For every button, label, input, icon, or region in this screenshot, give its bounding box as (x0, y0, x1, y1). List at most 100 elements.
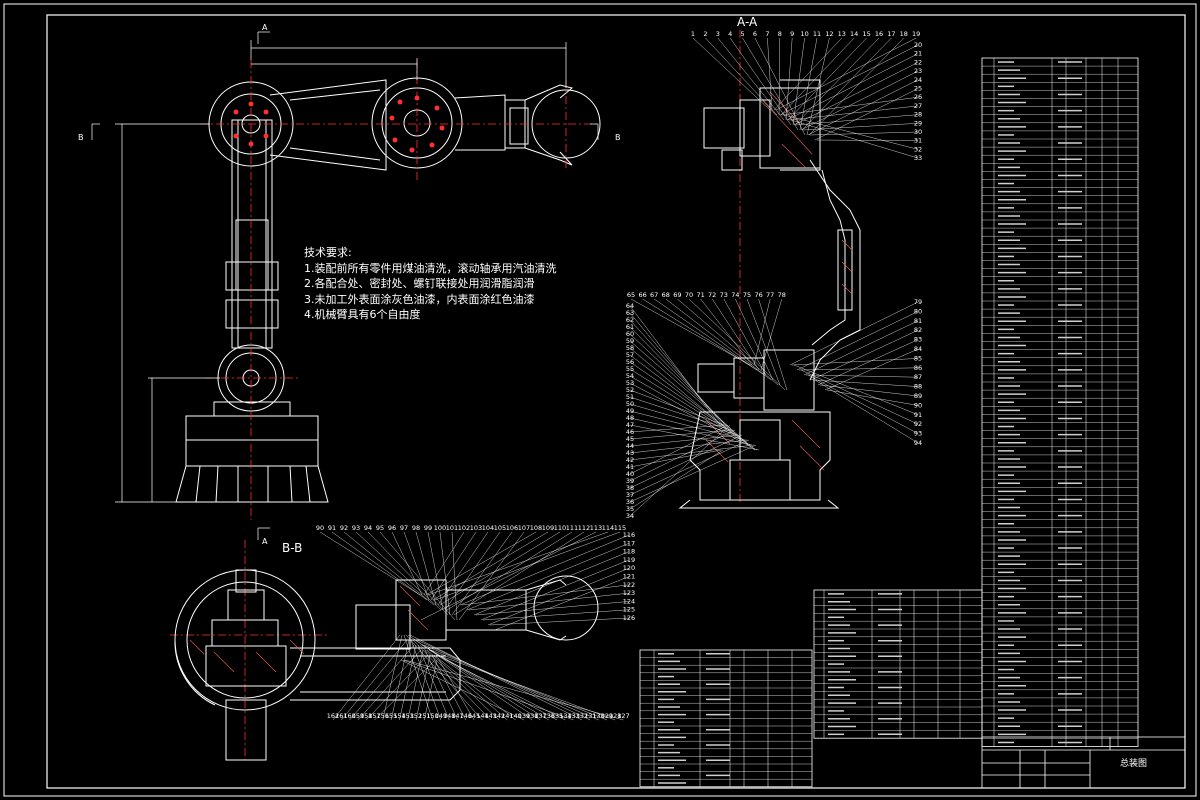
balloon-number: 42 (626, 456, 634, 464)
leader-line (428, 649, 558, 721)
balloon-number: 24 (914, 76, 922, 84)
balloon-number: 45 (626, 435, 634, 443)
balloon-number: 131 (584, 712, 596, 720)
leader-line (735, 298, 774, 381)
leader-line (366, 654, 429, 721)
leader-line (810, 330, 919, 381)
balloon-number: 92 (340, 524, 348, 532)
tech-req-item: 1.装配前所有零件用煤油清洗，滚动轴承用汽油清洗 (304, 261, 557, 275)
leader-line (629, 444, 757, 503)
balloon-number: 156 (377, 712, 389, 720)
leader-line (629, 312, 728, 431)
leader-line (629, 449, 724, 510)
balloon-number: 98 (412, 524, 420, 532)
balloon-number: 140 (509, 712, 521, 720)
leader-line (423, 644, 599, 721)
leader-line (807, 79, 919, 136)
leader-line (758, 298, 788, 391)
leader-line (407, 649, 424, 721)
balloon-number: 53 (626, 379, 634, 387)
leader-line (654, 298, 765, 376)
balloon-number: 2 (703, 30, 707, 38)
balloon-number: 127 (617, 712, 629, 720)
leader-line (444, 531, 501, 611)
leader-line (430, 649, 607, 721)
balloon-number: 59 (626, 337, 634, 345)
leader-line (482, 609, 630, 621)
balloon-number: 154 (393, 712, 405, 720)
leader-line (416, 639, 591, 721)
leader-line (809, 131, 919, 136)
leader-line (423, 531, 465, 596)
balloon-number: 123 (623, 589, 635, 597)
balloon-number: 146 (460, 712, 472, 720)
leader-line (451, 531, 458, 621)
svg-text:A: A (262, 23, 268, 32)
section-aa-label: A-A (737, 15, 758, 29)
leader-line (746, 298, 781, 386)
leader-line (802, 123, 919, 131)
balloon-number: 5 (741, 30, 745, 38)
balloon-row-bb-bottom: 1621611601591581571561551541531521511501… (327, 712, 630, 720)
balloon-number: 150 (426, 712, 438, 720)
balloon-number: 55 (626, 365, 634, 373)
leader-line (629, 347, 723, 426)
leader-line (451, 531, 513, 616)
balloon-number: 38 (626, 484, 634, 492)
leader-line (730, 37, 792, 126)
balloon-number: 71 (696, 291, 704, 299)
bolt-circles (233, 95, 445, 153)
balloon-number: 85 (914, 354, 922, 362)
leader-line (629, 375, 751, 446)
leader-line (630, 298, 751, 366)
leader-line (341, 639, 408, 721)
balloon-number: 9 (790, 30, 794, 38)
svg-text:B: B (615, 133, 621, 142)
balloon-number: 39 (626, 477, 634, 485)
leader-line (390, 639, 410, 721)
leader-line (629, 389, 725, 426)
balloon-number: 91 (328, 524, 336, 532)
leader-line (629, 382, 758, 451)
leader-line (466, 543, 630, 611)
table-frame (981, 57, 1139, 747)
balloon-number: 99 (424, 524, 432, 532)
leader-line (437, 654, 616, 721)
leader-line (629, 410, 746, 441)
leader-line (439, 531, 451, 616)
leader-line (404, 659, 624, 721)
balloon-number: 12 (825, 30, 833, 38)
leader-line (788, 105, 919, 121)
outer-frame (3, 3, 1197, 797)
leader-line (417, 644, 450, 721)
balloon-number: 137 (534, 712, 546, 720)
balloon-number: 92 (914, 420, 922, 428)
leader-line (439, 531, 561, 606)
leader-line (446, 531, 573, 611)
balloon-number: 161 (335, 712, 347, 720)
balloon-number: 119 (623, 556, 635, 564)
leader-line (403, 634, 433, 721)
leader-line (773, 37, 842, 111)
leader-line (432, 531, 549, 601)
balloon-number: 8 (778, 30, 782, 38)
balloon-number: 148 (443, 712, 455, 720)
leader-line (435, 654, 566, 721)
balloon-number: 116 (623, 531, 635, 539)
leader-line (629, 429, 736, 482)
balloon-number: 143 (484, 712, 496, 720)
leader-line (487, 568, 630, 626)
balloon-number: 122 (623, 581, 635, 589)
balloon-number: 49 (626, 407, 634, 415)
balloon-number: 158 (360, 712, 372, 720)
leader-line (409, 634, 583, 721)
leader-line (780, 37, 855, 116)
leader-line (426, 649, 508, 721)
leader-line (779, 44, 919, 116)
leader-line (357, 649, 422, 721)
balloon-number: 4 (728, 30, 732, 38)
balloon-number: 96 (388, 524, 396, 532)
